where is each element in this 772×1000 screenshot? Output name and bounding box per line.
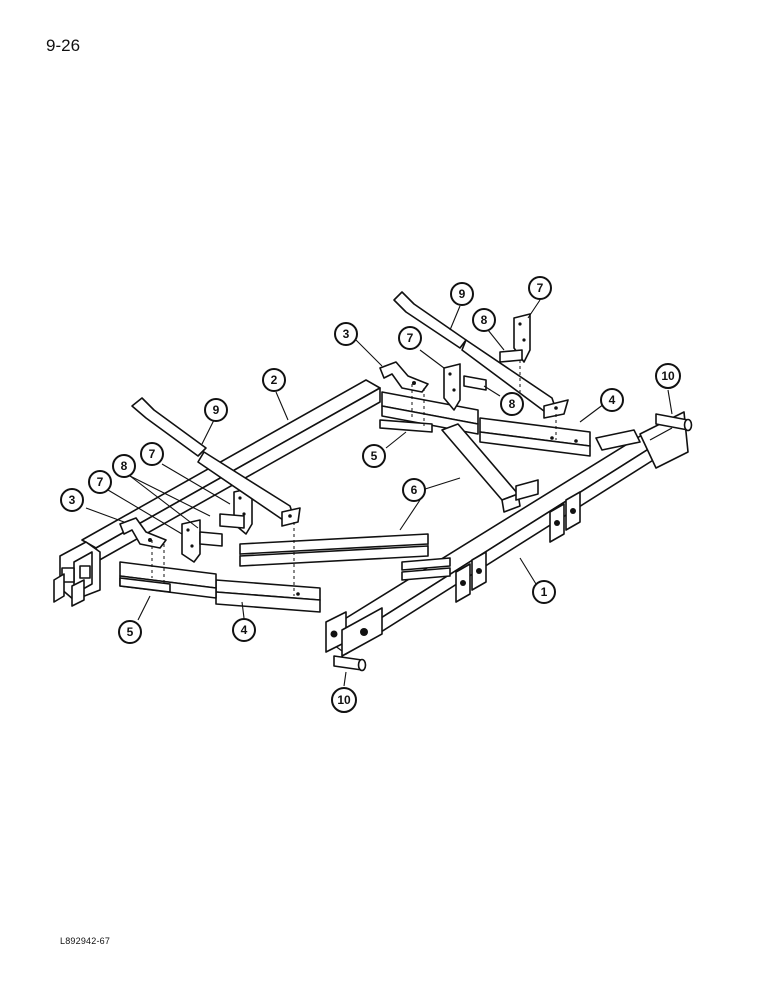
callout-7-rear-top: 7	[528, 276, 552, 300]
hitch-bracket-lower	[119, 517, 167, 549]
callout-label: 7	[537, 281, 544, 295]
callout-3-upper: 3	[334, 322, 358, 346]
cross-tube-front	[215, 579, 321, 613]
angle-rail-short	[401, 557, 451, 581]
flat-bar-front	[119, 577, 171, 593]
callout-label: 7	[149, 447, 156, 461]
callout-leaders	[85, 299, 673, 687]
callout-5-rear: 5	[362, 444, 386, 468]
callout-label: 9	[459, 287, 466, 301]
brace-tube-front	[131, 397, 301, 527]
callout-label: 8	[121, 459, 128, 473]
spacer-plate-front-2	[199, 531, 223, 547]
callout-label: 6	[411, 483, 418, 497]
callout-label: 9	[213, 403, 220, 417]
callout-9-front: 9	[204, 398, 228, 422]
callout-label: 1	[541, 585, 548, 599]
brace-tube-rear	[393, 291, 569, 419]
callout-2: 2	[262, 368, 286, 392]
callout-label: 8	[509, 397, 516, 411]
callout-label: 7	[97, 475, 104, 489]
callout-7-front-right: 7	[140, 442, 164, 466]
spacer-plate-rear-2	[463, 375, 487, 391]
spacer-plate-rear-1	[499, 349, 523, 363]
page-number: 9-26	[46, 36, 81, 55]
callout-3-lower: 3	[60, 488, 84, 512]
callout-8-rear-mid: 8	[500, 392, 524, 416]
callout-10-front: 10	[331, 687, 357, 713]
callout-label: 3	[69, 493, 76, 507]
cross-tube-rear	[479, 417, 591, 457]
callout-9-rear: 9	[450, 282, 474, 306]
callout-label: 4	[609, 393, 616, 407]
callout-7-rear-mid: 7	[398, 326, 422, 350]
callout-10-rear: 10	[655, 363, 681, 389]
callout-label: 5	[371, 449, 378, 463]
callout-1: 1	[532, 580, 556, 604]
flat-bar-rear	[379, 419, 433, 433]
callout-label: 4	[241, 623, 248, 637]
pin-rear	[655, 413, 693, 432]
callout-label: 7	[407, 331, 414, 345]
callout-label: 8	[481, 313, 488, 327]
assembly-lines	[151, 360, 557, 596]
callout-label: 3	[343, 327, 350, 341]
gusset-plate-rear-2	[443, 363, 461, 411]
callout-label: 5	[127, 625, 134, 639]
callout-7-front-left: 7	[88, 470, 112, 494]
callout-label: 10	[661, 369, 675, 383]
callout-5-front: 5	[118, 620, 142, 644]
callout-label: 2	[271, 373, 278, 387]
callout-6: 6	[402, 478, 426, 502]
callout-4-front: 4	[232, 618, 256, 642]
pin-front	[333, 655, 367, 672]
callout-4-rear: 4	[600, 388, 624, 412]
spacer-plate-front-1	[219, 513, 245, 529]
callout-label: 10	[337, 693, 351, 707]
hitch-bracket-upper	[379, 361, 429, 393]
gusset-plate-front-2	[181, 519, 201, 563]
angle-rail-long	[239, 533, 429, 567]
callout-8-front: 8	[112, 454, 136, 478]
diagonal-brace	[441, 423, 539, 513]
figure-id: L892942-67	[60, 936, 111, 946]
callout-8-rear-top: 8	[472, 308, 496, 332]
